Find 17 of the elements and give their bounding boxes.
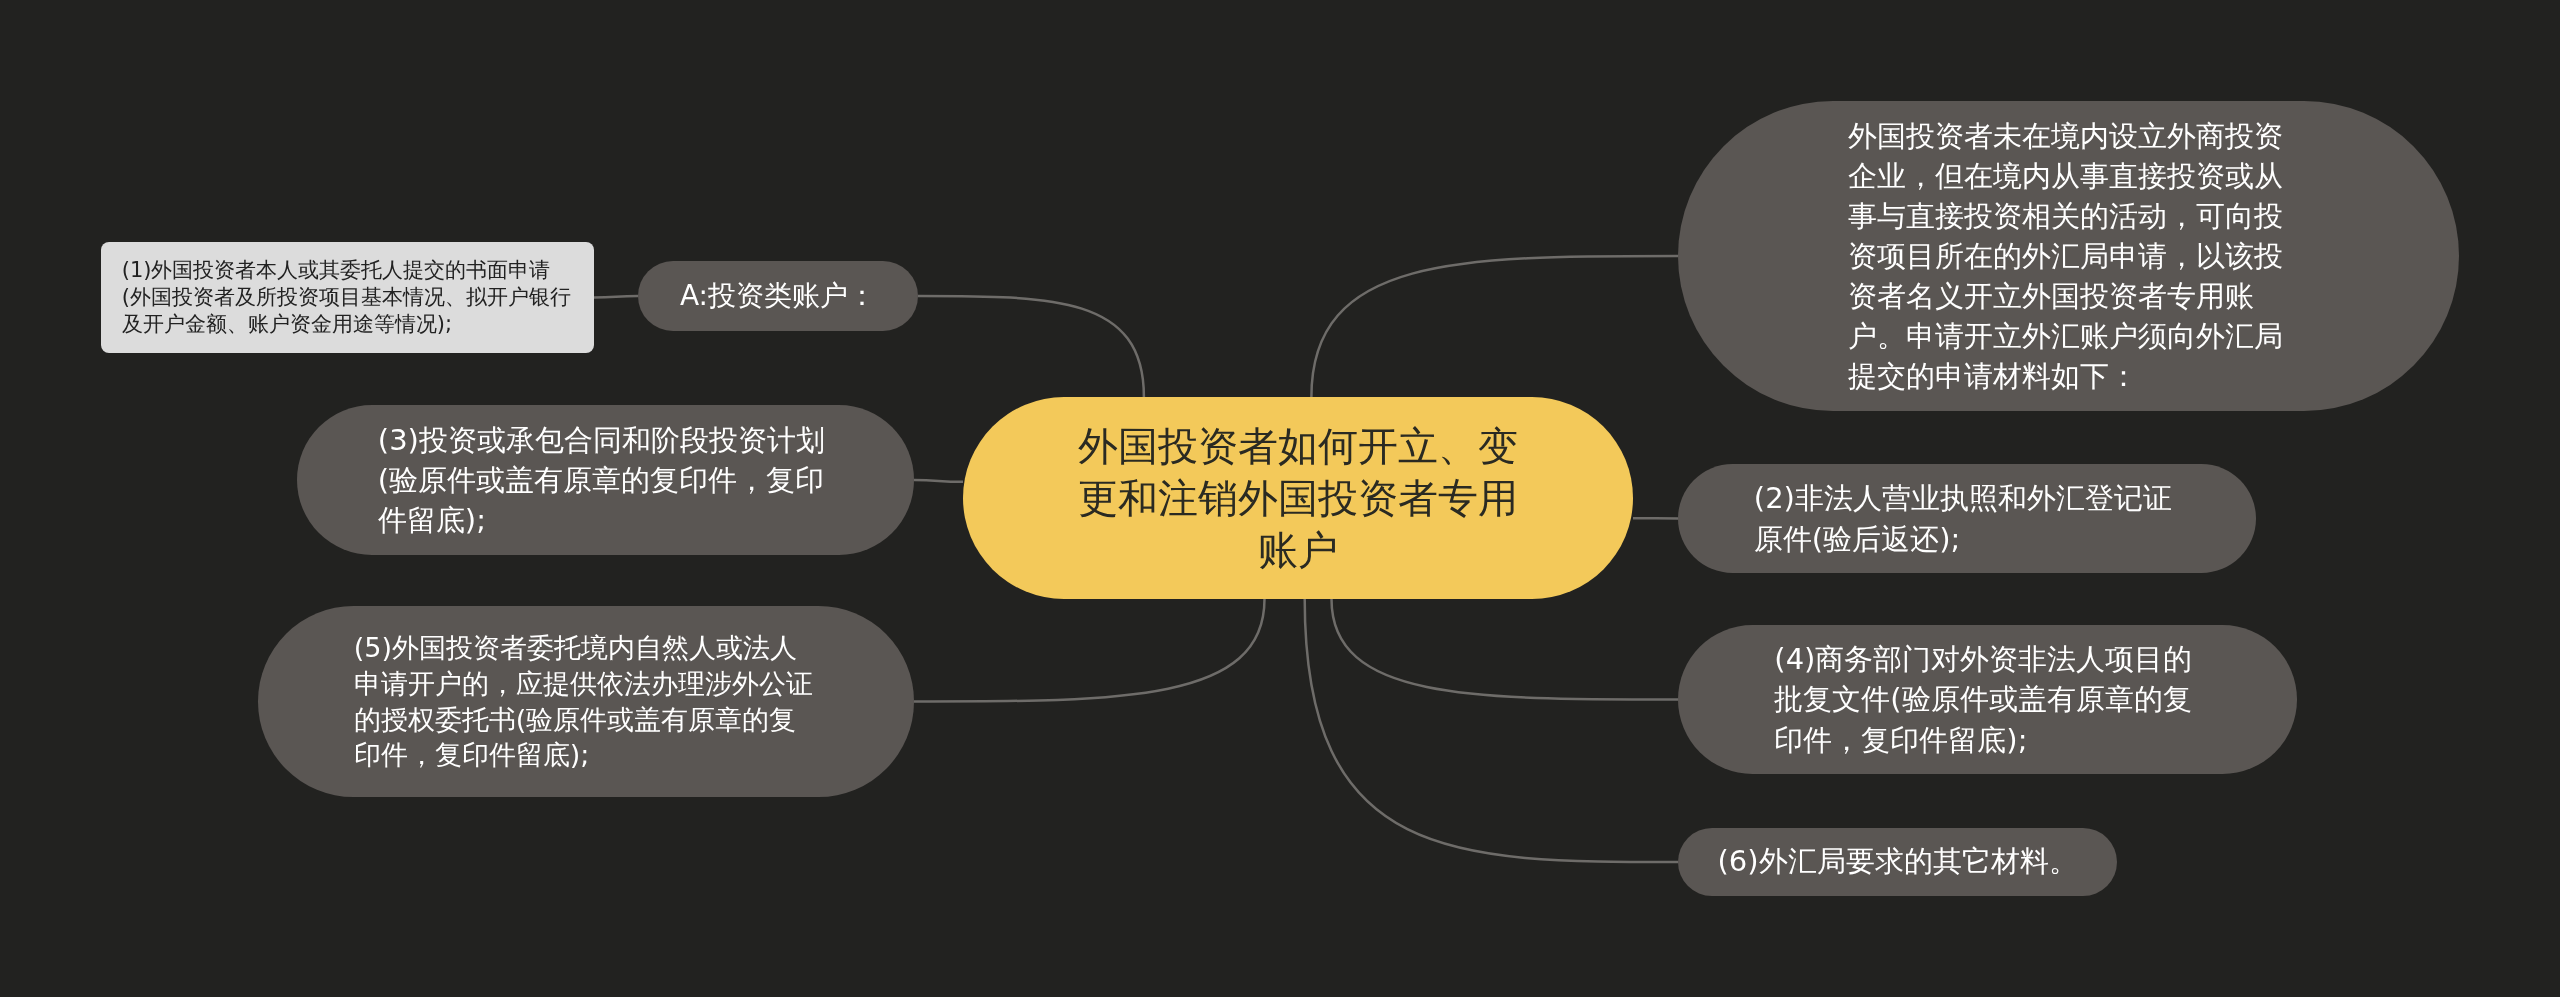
connector-line	[914, 598, 1266, 703]
branch-pill: 外国投资者未在境内设立外商投资企业，但在境内从事直接投资或从事与直接投资相关的活动，可向投资项目所在的外汇局申请，以该投资者名义开立外国投资者专用账户。申请开立外汇账户须向外汇局提交的申请材料如下：	[1678, 101, 2459, 411]
connector-line	[914, 478, 963, 484]
note-box: (1)外国投资者本人或其委托人提交的书面申请(外国投资者及所投资项目基本情况、拟开户银行及开户金额、账户资金用途等情况);	[101, 242, 594, 353]
connector-line	[1330, 598, 1678, 701]
topic-pill: 外国投资者如何开立、变更和注销外国投资者专用账户	[963, 397, 1633, 599]
branch-pill: A:投资类账户：	[638, 261, 918, 331]
connector-line	[1303, 598, 1678, 864]
connector-line	[918, 294, 1146, 398]
branch-pill: (6)外汇局要求的其它材料。	[1678, 828, 2117, 896]
connector-line	[1310, 254, 1678, 398]
connector-line	[1633, 516, 1678, 520]
branch-pill: (4)商务部门对外资非法人项目的批复文件(验原件或盖有原章的复印件，复印件留底);	[1678, 625, 2297, 774]
branch-pill: (5)外国投资者委托境内自然人或法人申请开户的，应提供依法办理涉外公证的授权委托书(验原件或盖有原章的复印件，复印件留底);	[258, 606, 914, 797]
branch-pill: (3)投资或承包合同和阶段投资计划(验原件或盖有原章的复印件，复印件留底);	[297, 405, 914, 555]
connector-line	[594, 294, 638, 299]
branch-pill: (2)非法人营业执照和外汇登记证原件(验后返还);	[1678, 464, 2256, 573]
